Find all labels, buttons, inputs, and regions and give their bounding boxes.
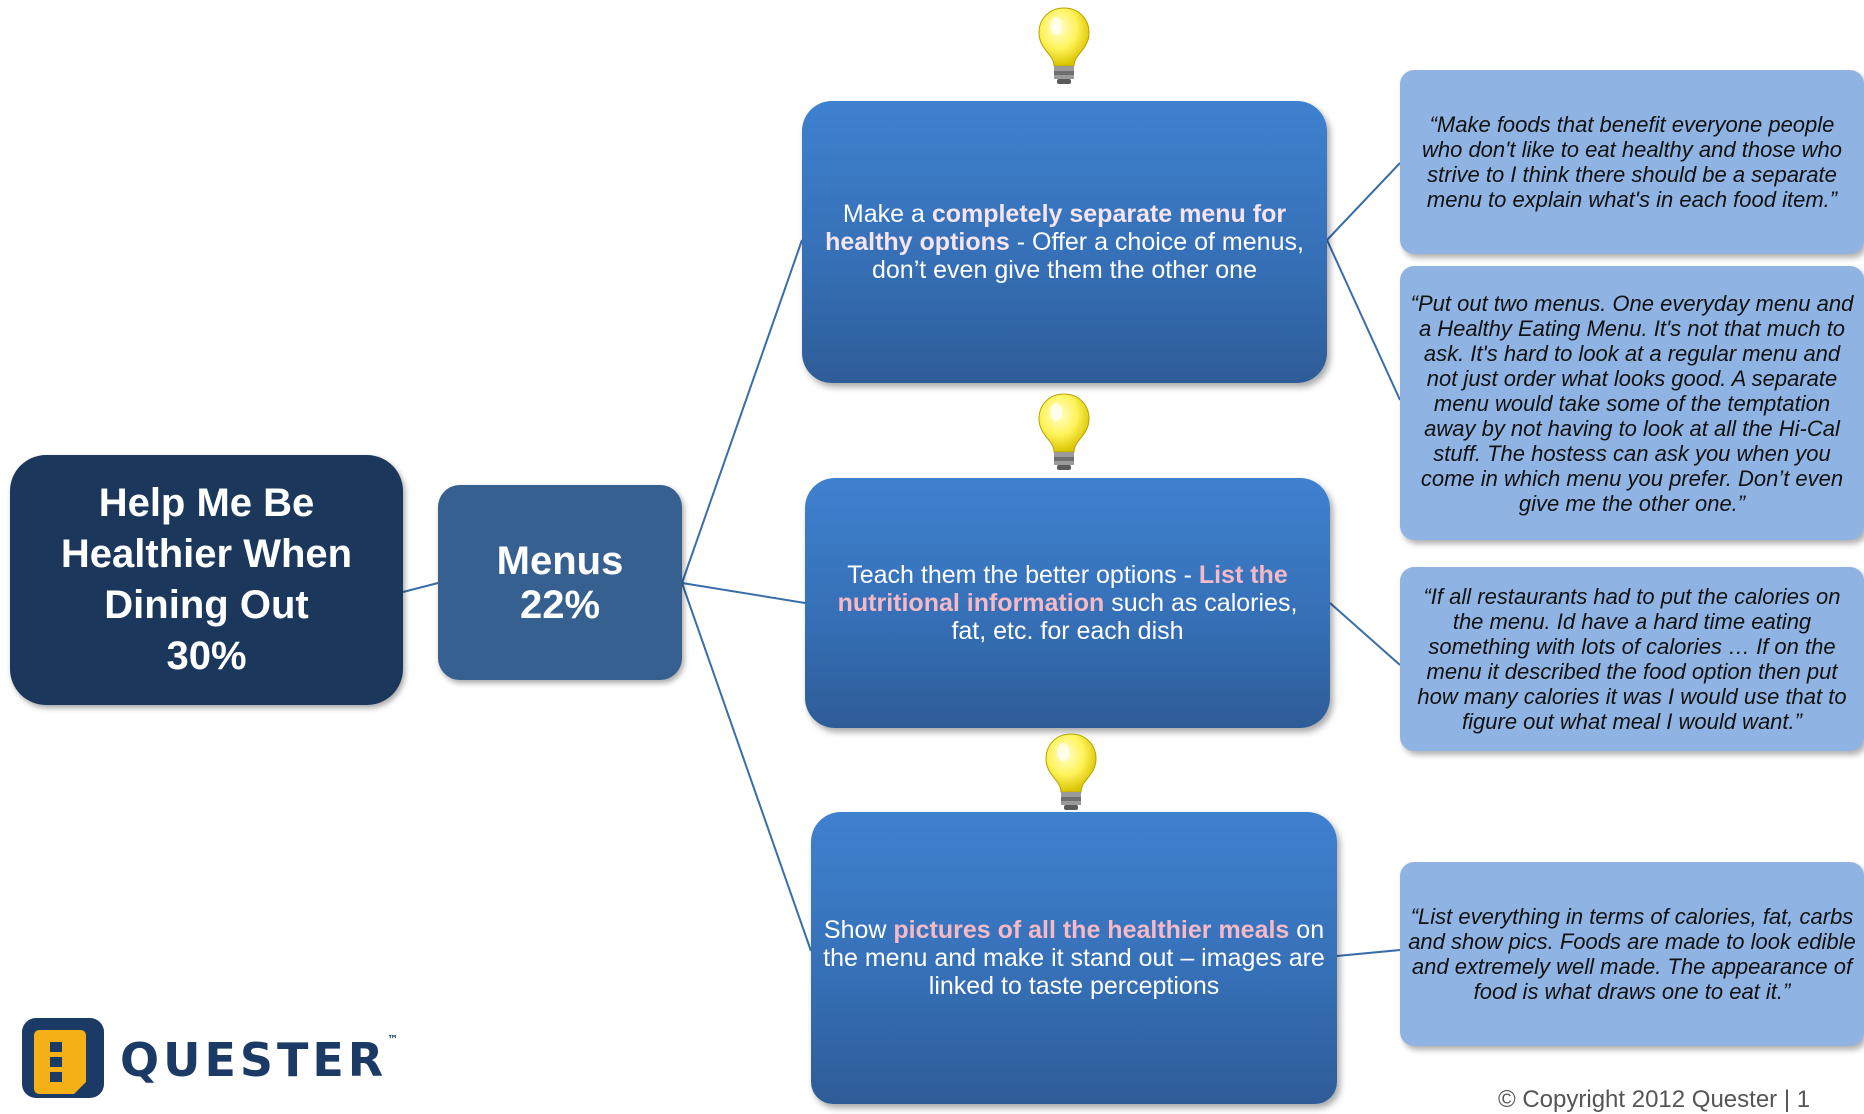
- quote-box-4: “List everything in terms of calories, f…: [1400, 862, 1864, 1046]
- option-3-text: Show pictures of all the healthier meals…: [823, 916, 1325, 1000]
- quester-logo: QUESTER™: [20, 1016, 398, 1104]
- connector-menus-option-3: [681, 582, 812, 952]
- option-3-post: on the menu and make it stand out – imag…: [823, 916, 1325, 1000]
- quester-logo-icon: [22, 1018, 104, 1098]
- option-2-post: such as calories, fat, etc. for each dis…: [951, 589, 1298, 645]
- connector-option-3-quote-4: [1336, 949, 1401, 957]
- root-line-4: 30%: [166, 634, 247, 678]
- lightbulb-icon: [1038, 7, 1090, 84]
- option-2-pre: Teach them the better options -: [847, 561, 1199, 589]
- connector-menus-option-2: [681, 582, 806, 604]
- connector-option-1-quote-2: [1326, 239, 1401, 401]
- logo-wordmark: QUESTER™: [120, 1033, 398, 1087]
- lightbulb-icon: [1038, 393, 1090, 470]
- option-3-pre: Show: [823, 916, 894, 944]
- option-3-highlight: pictures of all the healthier meals: [893, 916, 1290, 944]
- lightbulb-icon: [1045, 733, 1097, 810]
- option-1-post: - Offer a choice of menus, don’t even gi…: [872, 228, 1304, 284]
- menus-percent: 22%: [519, 582, 601, 627]
- connector-option-1-quote-1: [1326, 162, 1401, 241]
- option-1-pre: Make a: [842, 200, 932, 228]
- quote-4-text: “List everything in terms of calories, f…: [1408, 904, 1856, 1004]
- connector-option-2-quote-3: [1329, 602, 1401, 666]
- option-2-text: Teach them the better options - List the…: [817, 561, 1318, 645]
- logo-trademark: ™: [387, 1033, 399, 1046]
- option-node-2: Teach them the better options - List the…: [805, 478, 1330, 728]
- option-1-highlight: completely separate menu for healthy opt…: [825, 200, 1287, 256]
- root-line-2: Healthier When: [60, 532, 353, 576]
- option-node-3: Show pictures of all the healthier meals…: [811, 812, 1337, 1104]
- option-1-text: Make a completely separate menu for heal…: [814, 200, 1315, 284]
- quote-box-3: “If all restaurants had to put the calor…: [1400, 567, 1864, 751]
- logo-word: QUESTER: [120, 1033, 388, 1087]
- copyright-footer: © Copyright 2012 Quester | 1: [1498, 1086, 1811, 1113]
- root-line-1: Help Me Be: [98, 481, 315, 525]
- connector-menus-option-1: [681, 239, 803, 584]
- menus-node: Menus 22%: [438, 485, 682, 680]
- quote-1-text: “Make foods that benefit everyone people…: [1421, 112, 1843, 212]
- menus-title: Menus: [496, 538, 624, 583]
- connector-root-menus: [402, 582, 439, 593]
- quote-box-2: “Put out two menus. One everyday menu an…: [1400, 266, 1864, 540]
- root-line-3: Dining Out: [104, 583, 309, 627]
- quote-box-1: “Make foods that benefit everyone people…: [1400, 70, 1864, 254]
- quote-2-text: “Put out two menus. One everyday menu an…: [1410, 290, 1854, 516]
- root-node: Help Me Be Healthier When Dining Out 30%: [10, 455, 403, 705]
- quote-3-text: “If all restaurants had to put the calor…: [1417, 584, 1847, 734]
- option-2-highlight: List the nutritional information: [837, 561, 1288, 617]
- option-node-1: Make a completely separate menu for heal…: [802, 101, 1327, 383]
